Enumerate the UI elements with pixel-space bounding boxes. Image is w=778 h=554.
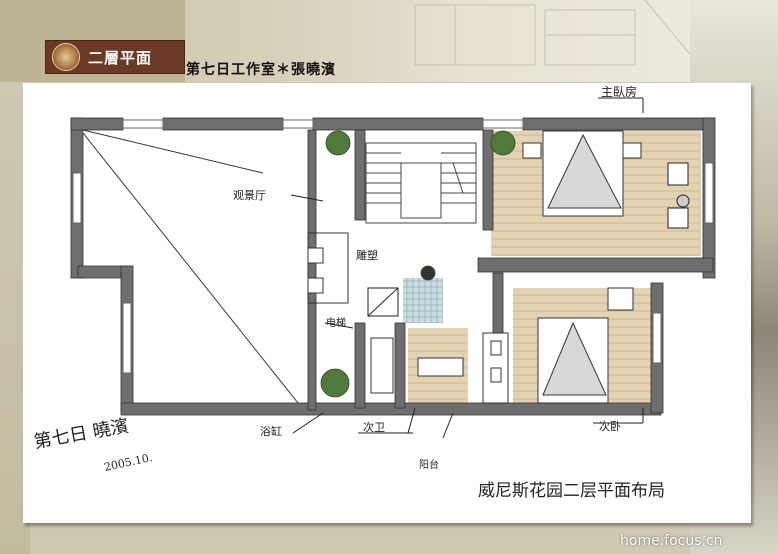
bathroom-label: 浴缸	[260, 424, 282, 438]
annotation-leaders	[290, 97, 644, 439]
wardrobe	[482, 332, 509, 404]
bath-fixtures	[307, 232, 464, 394]
floor-plan-drawing: 主臥房 观景厅 雕塑 电梯 浴缸 次卫 阳台 次卧 威尼斯花园二层平面布局 第七…	[32, 84, 716, 501]
master-bedroom-label: 主臥房	[601, 84, 637, 99]
section-badge: 二層平面	[45, 40, 185, 74]
view-hall-label: 观景厅	[233, 189, 266, 202]
view-hall-sketch	[82, 129, 299, 404]
windows	[72, 119, 714, 374]
elevator-label: 电梯	[326, 316, 346, 329]
badge-label: 二層平面	[88, 48, 153, 67]
background-blueprint	[414, 0, 695, 66]
sculpture-marker	[367, 287, 399, 317]
master-bed	[522, 130, 642, 217]
master-chairs	[667, 162, 690, 229]
signature-name: 第七日 曉濱	[32, 416, 130, 453]
floor-plan-sheet: 主臥房 观景厅 雕塑 电梯 浴缸 次卫 阳台 次卧 威尼斯花园二层平面布局 第七…	[23, 83, 751, 523]
studio-logo-icon	[52, 43, 80, 71]
balcony-label: 阳台	[419, 458, 439, 471]
secondary-wc-label: 次卫	[363, 420, 385, 434]
studio-title: 第七日工作室＊張曉濱	[186, 62, 336, 78]
signature-date: 2005.10.	[103, 451, 154, 474]
sculpture-label: 雕塑	[356, 248, 378, 262]
shower-tiles	[403, 278, 443, 323]
plan-title: 威尼斯花园二层平面布局	[478, 481, 665, 501]
secondary-bed	[537, 287, 634, 404]
watermark: home.focus.cn	[620, 533, 723, 549]
plants	[320, 130, 516, 398]
staircase	[365, 142, 477, 224]
secondary-bedroom-label: 次卧	[599, 419, 621, 433]
